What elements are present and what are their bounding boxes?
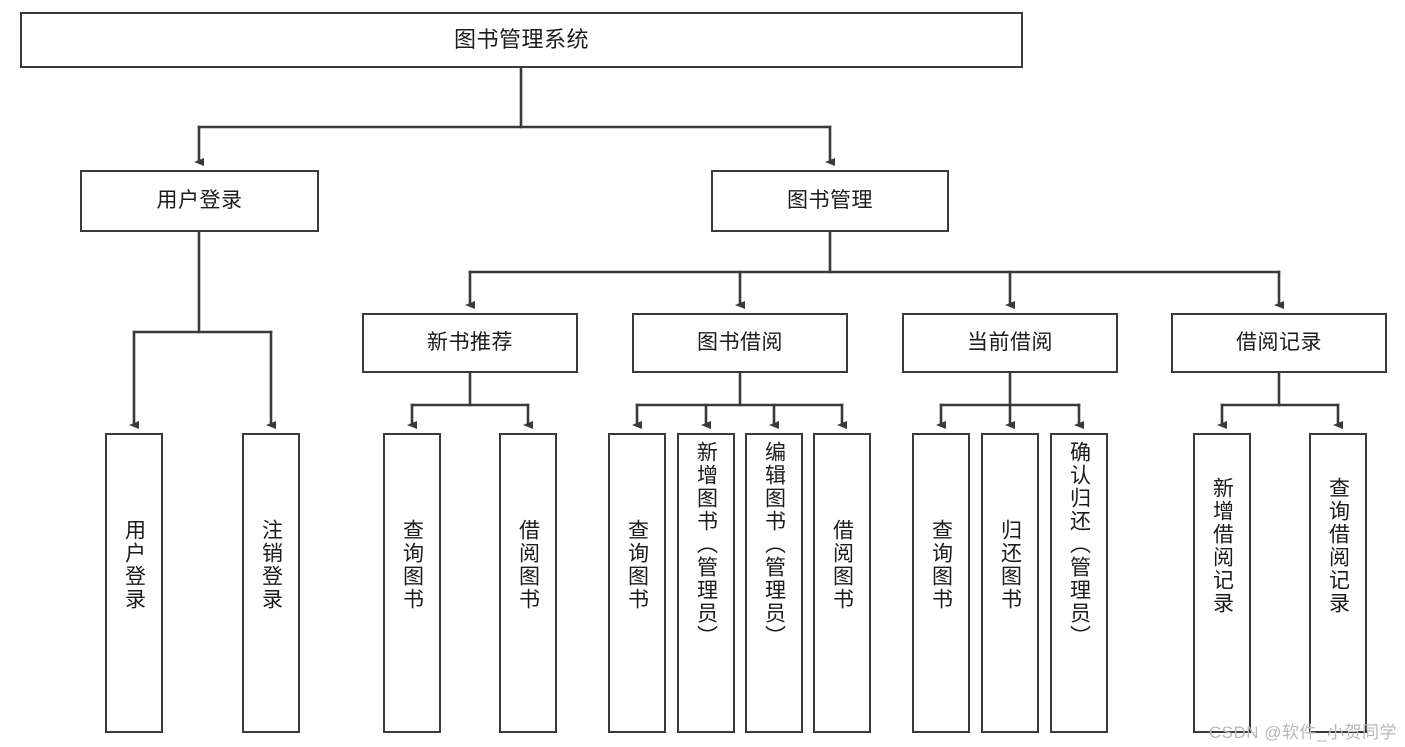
node-new-book-recommend[interactable]: 新书推荐 — [362, 313, 578, 373]
node-label: 借阅记录 — [1236, 330, 1322, 354]
node-label: 借阅图书 — [830, 519, 854, 611]
csdn-watermark: CSDN @软件_小贺同学 — [1208, 723, 1397, 742]
node-label: 确认归还（管理员） — [1067, 441, 1091, 648]
node-label: 查询图书 — [400, 519, 424, 611]
leaf-borrow-book-borrow[interactable]: 借阅图书 — [813, 433, 871, 733]
node-root-system[interactable]: 图书管理系统 — [20, 12, 1023, 68]
node-borrow-record[interactable]: 借阅记录 — [1171, 313, 1387, 373]
leaf-edit-book-admin[interactable]: 编辑图书（管理员） — [745, 433, 803, 733]
leaf-query-book-recommend[interactable]: 查询图书 — [383, 433, 441, 733]
leaf-add-book-admin[interactable]: 新增图书（管理员） — [677, 433, 735, 733]
node-user-login[interactable]: 用户登录 — [80, 170, 319, 232]
leaf-logout-login[interactable]: 注销登录 — [242, 433, 300, 733]
leaf-confirm-return-admin[interactable]: 确认归还（管理员） — [1050, 433, 1108, 733]
node-label: 用户登录 — [156, 188, 243, 212]
node-label: 图书管理 — [787, 188, 873, 212]
node-book-management[interactable]: 图书管理 — [711, 170, 949, 232]
node-label: 编辑图书（管理员） — [762, 441, 786, 648]
leaf-user-login[interactable]: 用户登录 — [105, 433, 163, 733]
node-book-borrow[interactable]: 图书借阅 — [632, 313, 848, 373]
node-current-borrow[interactable]: 当前借阅 — [902, 313, 1118, 373]
node-label: 新增图书（管理员） — [694, 441, 718, 648]
node-label: 新增借阅记录 — [1210, 477, 1234, 615]
leaf-query-borrow-record[interactable]: 查询借阅记录 — [1309, 433, 1367, 733]
node-label: 当前借阅 — [967, 330, 1053, 354]
node-label: 查询图书 — [929, 519, 953, 611]
leaf-query-book-current[interactable]: 查询图书 — [912, 433, 970, 733]
node-label: 查询图书 — [625, 519, 649, 611]
node-label: 用户登录 — [122, 519, 146, 611]
leaf-query-book-borrow[interactable]: 查询图书 — [608, 433, 666, 733]
node-label: 注销登录 — [259, 519, 283, 611]
leaf-return-book[interactable]: 归还图书 — [981, 433, 1039, 733]
node-label: 借阅图书 — [516, 519, 540, 611]
node-label: 归还图书 — [998, 519, 1022, 611]
node-label: 查询借阅记录 — [1326, 477, 1350, 615]
leaf-add-borrow-record[interactable]: 新增借阅记录 — [1193, 433, 1251, 733]
node-label: 新书推荐 — [427, 330, 513, 354]
leaf-borrow-book-recommend[interactable]: 借阅图书 — [499, 433, 557, 733]
node-label: 图书管理系统 — [453, 27, 589, 53]
node-label: 图书借阅 — [697, 330, 783, 354]
